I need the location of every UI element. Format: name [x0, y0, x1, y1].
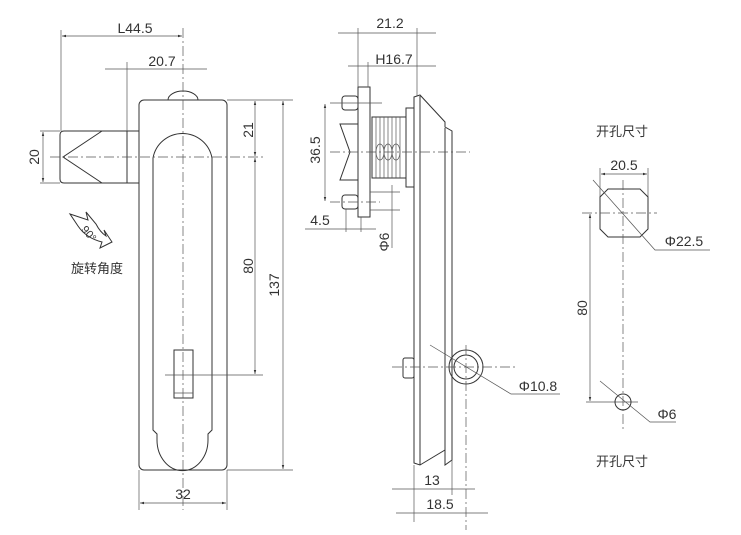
- svg-text:90°: 90°: [78, 224, 98, 244]
- dim-tongue-height: 20: [26, 149, 42, 165]
- side-view: 21.2 H16.7 36.5 4.5 Φ6 Φ10.8 13 18.5: [305, 15, 560, 530]
- dim-13: 13: [424, 472, 440, 488]
- cutout-view: 开孔尺寸 20.5 Φ22.5 80 Φ6 开孔尺寸: [574, 125, 710, 470]
- dim-width: 32: [175, 486, 191, 502]
- cutout-dim-dia-small: Φ6: [658, 406, 677, 422]
- rotation-label: 旋转角度: [71, 261, 123, 277]
- side-tongue: [339, 123, 359, 181]
- cutout-dim-dia-large: Φ22.5: [665, 233, 704, 249]
- dim-cylinder-dia: Φ10.8: [519, 378, 558, 394]
- cutout-title-top: 开孔尺寸: [596, 125, 648, 140]
- front-view: L44.5 20.7 20 21 80 137 32 90° 旋转角度: [26, 20, 293, 510]
- dim-center-to-keyhole: 80: [240, 258, 256, 274]
- cutout-dim-width: 20.5: [610, 157, 637, 173]
- dim-top-to-center: 21: [240, 122, 256, 138]
- dim-screw-dia: Φ6: [376, 232, 392, 251]
- dim-h: H16.7: [375, 51, 413, 67]
- handle-slot: [152, 133, 213, 472]
- lock-cylinder: [371, 116, 407, 179]
- dim-length: L44.5: [117, 20, 152, 36]
- cutout-dim-spacing: 80: [574, 300, 590, 316]
- dim-total-depth: 21.2: [376, 15, 403, 31]
- keyhole: [173, 349, 194, 399]
- cutout-octagon: [599, 188, 649, 238]
- cutout-small-hole: [614, 393, 632, 411]
- dim-offset: 20.7: [148, 53, 175, 69]
- nut: [402, 357, 415, 379]
- cutout-title-bottom: 开孔尺寸: [596, 455, 648, 470]
- rotation-arrow-icon: 90°: [68, 211, 113, 249]
- dim-screw-offset: 4.5: [310, 212, 330, 228]
- dim-total-height: 137: [266, 273, 282, 297]
- dim-screw-spacing: 36.5: [307, 136, 323, 163]
- dim-18-5: 18.5: [426, 496, 453, 512]
